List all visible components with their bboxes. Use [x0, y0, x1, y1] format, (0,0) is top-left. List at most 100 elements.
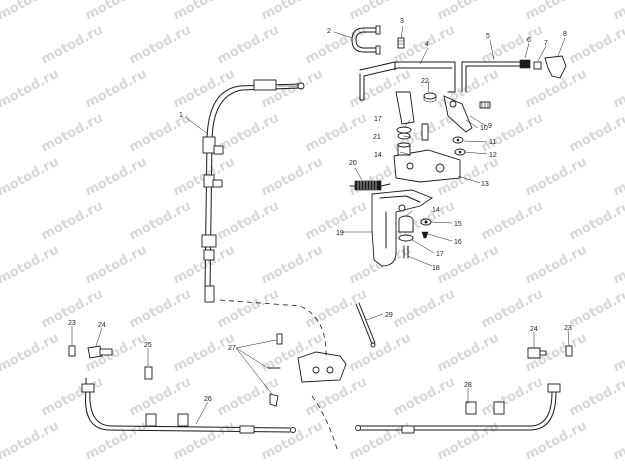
- watermark-text: motod.ru: [259, 419, 326, 464]
- watermark-text: motod.ru: [567, 287, 625, 332]
- part-8-knob: [544, 55, 567, 79]
- part-6-spring: [519, 59, 531, 69]
- part-26-left-rear-cable: [81, 377, 296, 434]
- callout-16: 16: [454, 239, 462, 246]
- watermark-text: motod.ru: [611, 243, 625, 288]
- part-3-screw: [397, 37, 405, 49]
- watermark-text: motod.ru: [215, 111, 282, 156]
- watermark-text: motod.ru: [215, 199, 282, 244]
- callout-9: 9: [488, 123, 492, 130]
- part-1-front-cable: [201, 79, 305, 303]
- part-11-12-washers: [452, 136, 466, 156]
- watermark-text: motod.ru: [0, 243, 62, 288]
- callout-5: 5: [486, 33, 490, 40]
- watermark-text: motod.ru: [347, 331, 414, 376]
- watermark-text: motod.ru: [391, 287, 458, 332]
- watermark-text: motod.ru: [0, 0, 62, 24]
- watermark-text: motod.ru: [523, 419, 590, 464]
- part-7-nut: [533, 61, 542, 70]
- watermark-text: motod.ru: [259, 0, 326, 24]
- watermark-text: motod.ru: [171, 331, 238, 376]
- watermark-text: motod.ru: [479, 375, 546, 420]
- callout-20: 20: [349, 160, 357, 167]
- watermark-text: motod.ru: [127, 199, 194, 244]
- callout-1: 1: [179, 112, 183, 119]
- callout-8: 8: [563, 31, 567, 38]
- callout-19: 19: [336, 230, 344, 237]
- callout-26: 26: [204, 396, 212, 403]
- watermark-text: motod.ru: [171, 67, 238, 112]
- watermark-text: motod.ru: [479, 287, 546, 332]
- watermark-text: motod.ru: [303, 111, 370, 156]
- callout-18: 18: [432, 265, 440, 272]
- part-2-u-clip: [351, 25, 381, 55]
- watermark-text: motod.ru: [435, 67, 502, 112]
- part-29-push-rod: [355, 302, 376, 348]
- watermark-text: motod.ru: [0, 331, 62, 376]
- callout-25: 25: [144, 342, 152, 349]
- part-9-10-22-mechanism: [395, 91, 491, 133]
- callout-14a: 14: [374, 152, 382, 159]
- watermark-text: motod.ru: [567, 375, 625, 420]
- watermark-text: motod.ru: [435, 243, 502, 288]
- callout-23a: 23: [68, 320, 76, 327]
- callout-27: 27: [228, 345, 236, 352]
- watermark-text: motod.ru: [259, 155, 326, 200]
- callout-14b: 14: [432, 207, 440, 214]
- watermark-text: motod.ru: [611, 155, 625, 200]
- callout-labels: 1 2 3 4 5 6 7 8 9 10 11 12 13 14 14 15 1…: [68, 18, 572, 403]
- watermark-text: motod.ru: [303, 23, 370, 68]
- watermark-text: motod.ru: [523, 0, 590, 24]
- watermark-text: motod.ru: [39, 23, 106, 68]
- watermark-text: motod.ru: [567, 23, 625, 68]
- part-28-right-rear-cable: [355, 383, 561, 434]
- callout-10: 10: [480, 125, 488, 132]
- callout-22: 22: [421, 78, 429, 85]
- watermark-text: motod.ru: [0, 419, 62, 464]
- watermark-text: motod.ru: [83, 0, 150, 24]
- watermark-text: motod.ru: [303, 287, 370, 332]
- callout-17a: 17: [374, 116, 382, 123]
- watermark-text: motod.ru: [523, 243, 590, 288]
- watermark-text: motod.ru: [127, 111, 194, 156]
- watermark-text: motod.ru: [127, 287, 194, 332]
- watermark-text: motod.ru: [127, 23, 194, 68]
- callout-21: 21: [373, 134, 381, 141]
- watermark-text: motod.ru: [611, 419, 625, 464]
- callout-4: 4: [425, 41, 429, 48]
- watermark-text: motod.ru: [171, 0, 238, 24]
- watermark-text: motod.ru: [567, 199, 625, 244]
- watermark-text: motod.ru: [83, 419, 150, 464]
- watermark-text: motod.ru: [611, 67, 625, 112]
- callout-6: 6: [527, 37, 531, 44]
- routing-lines: [219, 299, 339, 453]
- watermark-text: motod.ru: [0, 155, 62, 200]
- watermark-text: motod.ru: [611, 331, 625, 376]
- watermark-text: motod.ru: [83, 67, 150, 112]
- watermark-text: motod.ru: [259, 243, 326, 288]
- part-13-pedal-arm: [393, 149, 461, 183]
- part-19-lower-bracket: [371, 189, 433, 267]
- watermark-text: motod.ru: [171, 243, 238, 288]
- callout-29: 29: [385, 312, 393, 319]
- part-27-hardware: [267, 333, 347, 407]
- callout-28: 28: [464, 382, 472, 389]
- watermark-text: motod.ru: [215, 23, 282, 68]
- watermark-text: motod.ru: [127, 375, 194, 420]
- watermark-text: motod.ru: [479, 111, 546, 156]
- watermark-text: motod.ru: [215, 287, 282, 332]
- part-15-16-17-18-hardware: [398, 215, 432, 259]
- part-5-rod: [461, 61, 521, 93]
- watermark-text: motod.ru: [391, 375, 458, 420]
- callout-24a: 24: [98, 322, 106, 329]
- watermark-text: motod.ru: [611, 0, 625, 24]
- watermark-text: motod.ru: [479, 199, 546, 244]
- callout-13: 13: [481, 181, 489, 188]
- watermark-text: motod.ru: [479, 23, 546, 68]
- watermark-text: motod.ru: [83, 155, 150, 200]
- watermark-text: motod.ru: [39, 375, 106, 420]
- part-20-return-spring: [349, 180, 391, 191]
- callout-17b: 17: [436, 251, 444, 258]
- callout-7: 7: [544, 40, 548, 47]
